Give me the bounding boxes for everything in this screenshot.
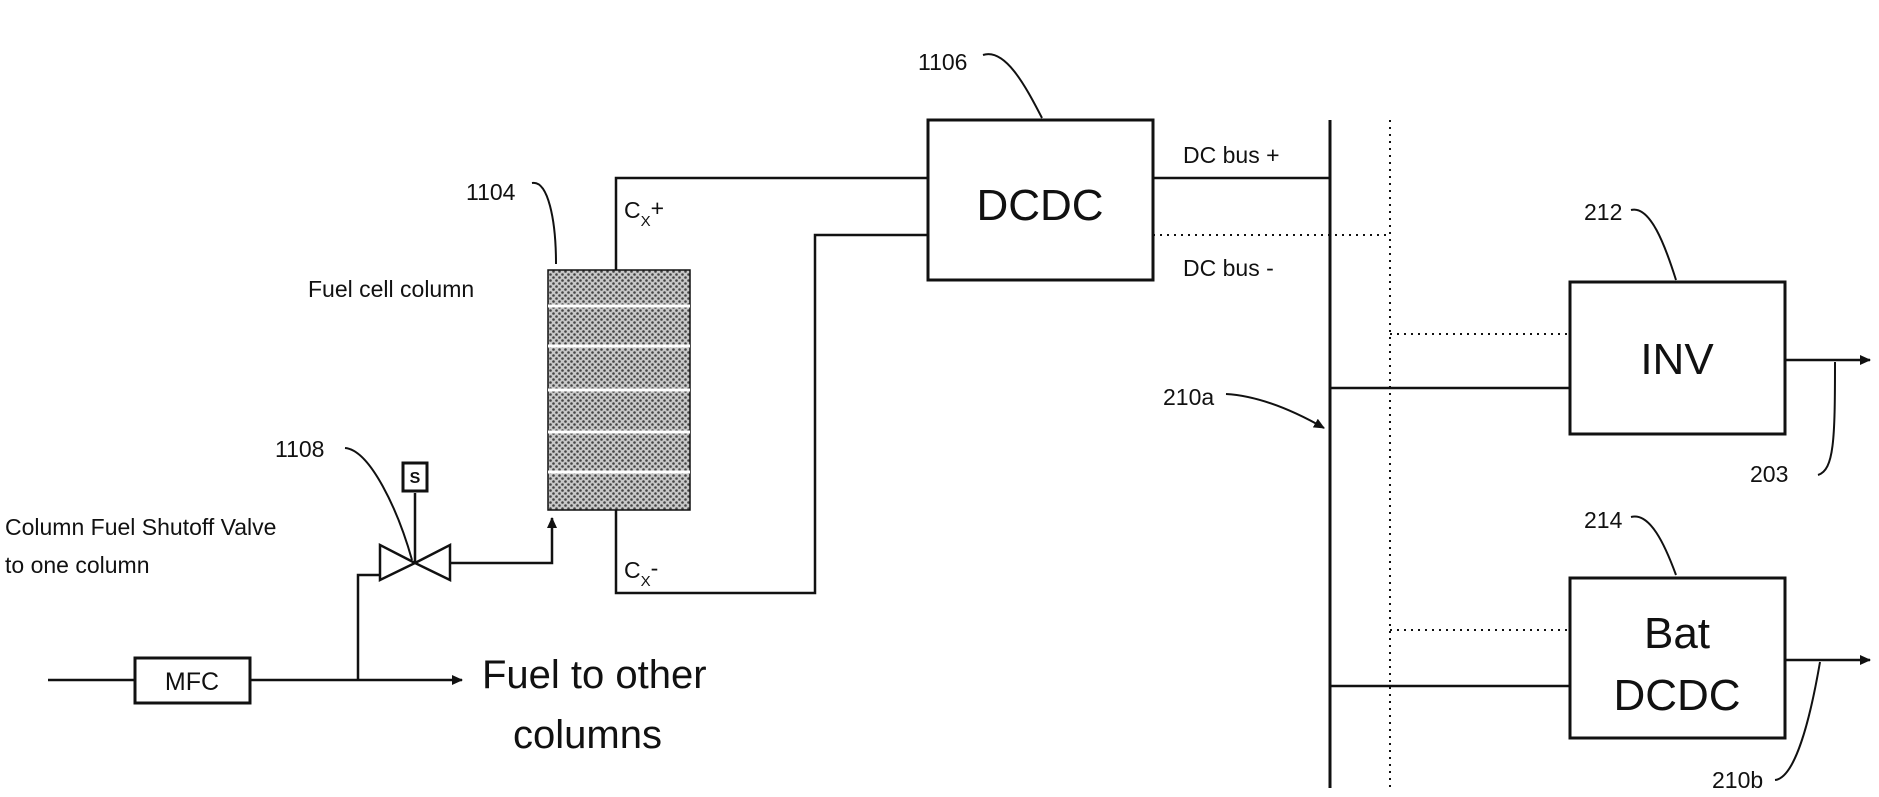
ref-1106: 1106	[918, 49, 967, 75]
inv-label: INV	[1640, 335, 1714, 384]
leader-1104	[532, 183, 556, 264]
leader-214	[1631, 516, 1676, 575]
bat-dcdc-label-2: DCDC	[1613, 671, 1740, 720]
ref-212: 212	[1584, 199, 1622, 225]
solenoid-label: S	[410, 470, 421, 487]
fuel-to-other-label-2: columns	[513, 713, 662, 757]
dc-bus-plus-label: DC bus +	[1183, 142, 1280, 168]
cx-plus-wire	[616, 178, 928, 270]
cx-plus-label: CX+	[624, 195, 664, 230]
dcdc-label: DCDC	[976, 181, 1103, 230]
bat-dcdc-label-1: Bat	[1644, 609, 1710, 658]
ref-1104: 1104	[466, 179, 516, 205]
leader-212	[1631, 210, 1676, 280]
valve-right-triangle	[415, 545, 450, 580]
leader-1106	[983, 54, 1042, 118]
valve-to-column-line	[450, 518, 552, 563]
ref-214: 214	[1584, 507, 1623, 533]
fuel-to-other-label-1: Fuel to other	[482, 653, 707, 697]
cx-minus-label: CX-	[624, 555, 658, 590]
valve-label-1: Column Fuel Shutoff Valve	[5, 514, 276, 540]
leader-203	[1818, 362, 1835, 475]
leader-210b	[1775, 662, 1820, 780]
ref-210b: 210b	[1712, 767, 1763, 793]
ref-1108: 1108	[275, 436, 324, 462]
dc-bus-minus-label: DC bus -	[1183, 255, 1274, 281]
ref-203: 203	[1750, 461, 1788, 487]
mfc-label: MFC	[165, 668, 219, 696]
ref-210a: 210a	[1163, 384, 1214, 410]
valve-label-2: to one column	[5, 552, 149, 578]
leader-210a	[1226, 394, 1324, 428]
fuel-cell-column-label: Fuel cell column	[308, 276, 474, 302]
